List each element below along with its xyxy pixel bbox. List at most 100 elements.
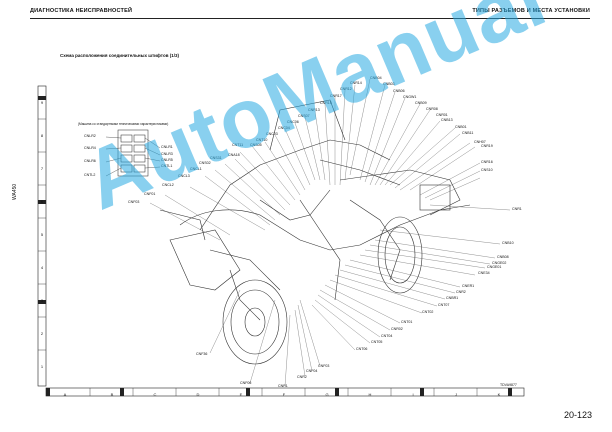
inset-label: CNLR2 xyxy=(84,134,96,138)
connector-label: CNS05 xyxy=(250,143,262,147)
connector-label: CNF06 xyxy=(240,381,252,385)
connector-label: CNBR1 xyxy=(446,296,459,300)
connector-label: CNR1 xyxy=(512,207,522,211)
grid-row-label: 5 xyxy=(40,232,44,237)
connector-label: CNR08 xyxy=(426,107,438,111)
connector-label: CNT11 xyxy=(232,143,244,147)
leader-lines xyxy=(149,78,511,387)
grid-row-label: 1 xyxy=(40,364,44,369)
connector-label: CNE34 xyxy=(478,271,490,275)
connector-label: CNER1 xyxy=(462,284,475,288)
connector-label: CNB09 xyxy=(415,101,427,105)
connector-label: CNCL3 xyxy=(178,174,190,178)
connector-label: CNR13 xyxy=(308,108,320,112)
connector-label: CNS31 xyxy=(210,156,222,160)
connector-label: CNR15 xyxy=(320,101,332,105)
grid-column-label: I xyxy=(412,392,414,397)
connector-label: CNF36 xyxy=(196,352,208,356)
connector-label: CNB03 xyxy=(383,82,395,86)
inset-connector-block xyxy=(117,129,149,177)
grid-row-label: 3 xyxy=(40,298,44,303)
grid-row-label: 8 xyxy=(40,133,44,138)
grid-column-label: C xyxy=(153,392,157,397)
wheel-rear xyxy=(377,216,423,294)
connector-label: CNT10 xyxy=(256,138,268,142)
grid-column-label: H xyxy=(368,392,372,397)
connector-label: CNB08 xyxy=(497,255,509,259)
grid-column-label: F xyxy=(282,392,286,397)
grid-row-label: 2 xyxy=(40,331,44,336)
connector-label: CNB10 xyxy=(502,241,514,245)
header-section-title: ДИАГНОСТИКА НЕИСПРАВНОСТЕЙ xyxy=(30,8,133,14)
connector-label: CNC06 xyxy=(287,120,299,124)
connector-label: CNB13 xyxy=(441,118,453,122)
connector-label: CNB01 xyxy=(455,125,467,129)
connector-label: CNS10 xyxy=(481,168,493,172)
inset-label: CNTL2 xyxy=(84,173,96,177)
connector-label: CNGE01 xyxy=(487,265,502,269)
connector-label: CNR2 xyxy=(456,290,466,294)
connector-label: CNR1 xyxy=(278,384,288,388)
connector-label: CNC03 xyxy=(266,132,278,136)
connector-label: CNCL1 xyxy=(190,167,202,171)
grid-row-label: 4 xyxy=(40,265,44,270)
grid-column-label: D xyxy=(196,392,200,397)
connector-label: CNF01 xyxy=(144,192,156,196)
left-ruler-ticks xyxy=(38,118,46,351)
grid-row-label: 6 xyxy=(40,199,44,204)
connector-label: CNB04 xyxy=(370,76,382,80)
grid-row-label: 9 xyxy=(40,100,44,105)
inset-label: CNLR3 xyxy=(161,152,173,156)
connector-label: CNT07 xyxy=(438,303,450,307)
connector-label: CNF04 xyxy=(306,369,318,373)
connector-label: CNF03 xyxy=(318,364,330,368)
figure-code: TDVA9877 xyxy=(500,383,517,387)
ruler-marks xyxy=(38,96,512,396)
connector-label: CNT04 xyxy=(381,334,393,338)
grid-column-label: G xyxy=(325,392,329,397)
connector-label: CNF03 xyxy=(128,200,140,204)
inset-label: CNTL1 xyxy=(161,164,173,168)
grid-row-label: 7 xyxy=(40,166,44,171)
bottom-ruler-ticks xyxy=(89,388,478,396)
connector-label: CNT05 xyxy=(371,340,383,344)
inset-label: CNLR1 xyxy=(161,145,173,149)
connector-label: CNR17 xyxy=(330,94,342,98)
connector-label: CNR12 xyxy=(340,87,352,91)
connector-label: CNS02 xyxy=(199,161,211,165)
inset-label: CNLR6 xyxy=(84,159,96,163)
machine-outline xyxy=(179,99,471,321)
connector-label: CNB11 xyxy=(462,131,474,135)
inset-caption: (Машина со стандартными техническими хар… xyxy=(78,122,169,126)
wheel-front xyxy=(222,279,288,365)
bucket-arm xyxy=(159,209,241,291)
inset-leader-lines xyxy=(105,136,161,177)
connector-label: CNGE02 xyxy=(492,261,507,265)
connector-label: CNH07 xyxy=(474,140,486,144)
connector-label: CNGW1 xyxy=(403,95,417,99)
grid-column-label: B xyxy=(110,392,114,397)
connector-label: CNC04 xyxy=(278,126,290,130)
inset-label: CNLR5 xyxy=(161,158,173,162)
connector-label: CNR01 xyxy=(436,113,448,117)
page-number: 20-123 xyxy=(563,410,592,420)
connector-label: CNR02 xyxy=(391,327,403,331)
grid-column-label: J xyxy=(455,392,457,397)
connector-label: CNR14 xyxy=(350,81,362,85)
connector-label: CNA18 xyxy=(228,153,240,157)
inset-label: CNLR4 xyxy=(84,146,96,150)
connector-label: CNT01 xyxy=(401,320,413,324)
grid-column-label: E xyxy=(239,392,243,397)
connector-label: CNR16 xyxy=(481,160,493,164)
connector-label: CNB06 xyxy=(393,89,405,93)
header-chapter-title: ТИПЫ РАЗЪЕМОВ И МЕСТА УСТАНОВКИ xyxy=(472,8,590,14)
connector-label: CNCL2 xyxy=(162,183,174,187)
connector-label: CNR2 xyxy=(297,375,307,379)
diagram-subtitle: Схема расположения соединительных штифто… xyxy=(60,53,179,58)
header-divider xyxy=(30,18,590,19)
connector-label: CNT02 xyxy=(422,310,434,314)
connector-label: CNT06 xyxy=(356,347,368,351)
connector-label: CNS07 xyxy=(298,114,310,118)
connector-label: CNR19 xyxy=(481,144,493,148)
